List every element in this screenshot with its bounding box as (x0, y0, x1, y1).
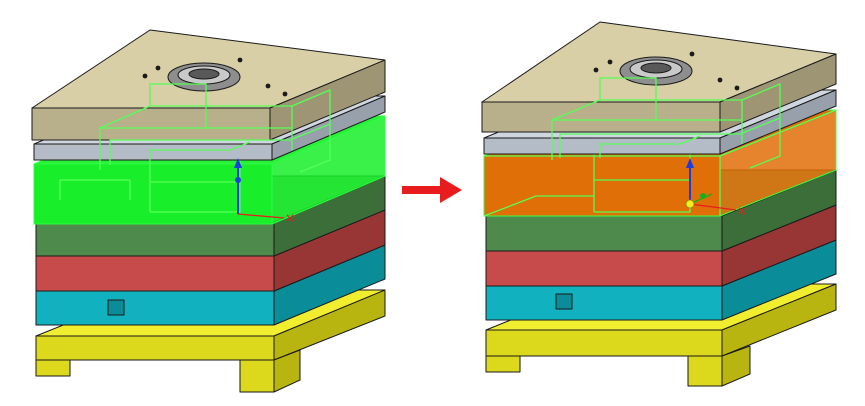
wire-segment (559, 117, 781, 169)
axis-x (237, 213, 285, 219)
wire-segment (551, 77, 743, 160)
right-arrow-icon (402, 177, 462, 203)
base-rail-foot-right (687, 355, 723, 387)
cavity-pocket-wire-3 (59, 179, 131, 200)
cyan-plate-front (35, 290, 275, 326)
base-rail-side (273, 289, 386, 361)
wire-segment (599, 135, 701, 158)
cavity-edge-wire (719, 109, 837, 157)
bolt-hole (237, 57, 243, 63)
gray-plate-side (719, 89, 837, 155)
cavity-pocket-wire-3 (483, 195, 594, 217)
mold-assembly-before[interactable]: × (31, 29, 386, 393)
base-rail-side (721, 283, 837, 357)
top-plate-front (31, 107, 271, 141)
wire-segment (149, 141, 251, 165)
cavity-plate-front (483, 155, 721, 217)
base-rail-front (485, 329, 723, 357)
bolt-hole (717, 77, 723, 83)
cavity-plate-side (271, 115, 386, 225)
axis-x (689, 203, 737, 211)
wire-segment (109, 123, 331, 173)
wire-segment (741, 83, 781, 118)
wire-segment (291, 89, 331, 124)
bolt-hole (593, 67, 599, 73)
top-plate-side (269, 59, 386, 141)
bolt-hole (734, 85, 740, 91)
axis-z-head (686, 158, 694, 168)
axis-x-marker: × (285, 211, 295, 225)
cyan-plate-front (485, 285, 723, 321)
axis-x-marker: × (737, 204, 747, 218)
axis-origin-green (700, 193, 706, 199)
locating-ring-hole (640, 62, 672, 74)
coordinate-triad-icon: × (685, 158, 747, 218)
red-plate-front (35, 255, 275, 292)
arrow-shaft (402, 186, 444, 194)
top-clamp-plate (31, 29, 386, 141)
base-rail-front (35, 335, 275, 361)
wire-segment (99, 83, 293, 170)
arrow-head (440, 177, 462, 203)
mold-assembly-after[interactable]: × (481, 21, 837, 387)
locating-ring-hole (188, 68, 220, 80)
base-rail-foot-right (239, 359, 275, 393)
gray-plate-side (271, 95, 386, 161)
base-rail-foot-right-side (721, 345, 751, 387)
base-rail-foot-left (485, 355, 521, 373)
base-rail-foot-left (35, 359, 71, 377)
top-plate-side (719, 53, 837, 133)
axis-z-head (234, 158, 242, 168)
dark-green-plate-front (485, 215, 723, 252)
core-wireframe (551, 77, 781, 169)
dark-green-plate-front (35, 221, 275, 257)
core-wireframe (99, 83, 331, 173)
bolt-hole (155, 65, 161, 71)
axis-origin-yellow (685, 199, 695, 209)
axis-origin (235, 177, 241, 183)
gray-plate-front (483, 137, 721, 155)
bolt-hole (607, 59, 613, 65)
bolt-hole (142, 73, 148, 79)
gray-plate-front (33, 143, 273, 161)
bolt-hole (265, 83, 271, 89)
cyan-plate-slot (107, 299, 125, 316)
cyan-plate-slot (555, 293, 573, 310)
top-plate-front (481, 101, 721, 133)
bolt-hole (282, 91, 288, 97)
cavity-plate-front (33, 163, 273, 225)
base-rail-foot-right-side (273, 349, 301, 393)
red-plate-front (485, 250, 723, 287)
coordinate-triad-icon: × (234, 158, 295, 225)
bolt-hole (689, 51, 695, 57)
